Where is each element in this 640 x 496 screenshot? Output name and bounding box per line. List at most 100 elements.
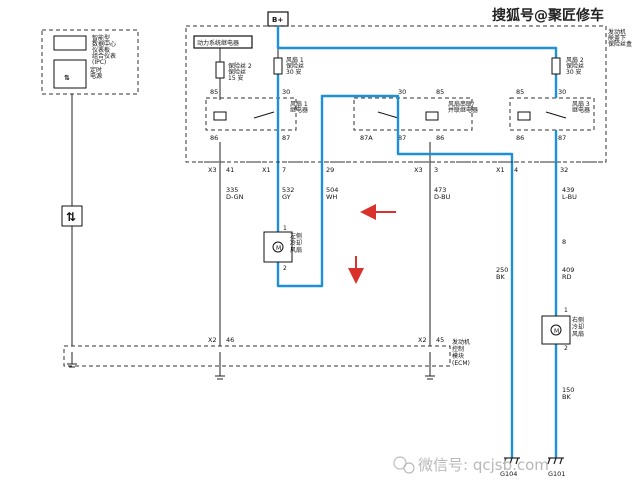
svg-text:532: 532 xyxy=(282,186,294,194)
svg-text:风扇串联/: 风扇串联/ xyxy=(448,100,475,108)
svg-text:数据中心: 数据中心 xyxy=(92,40,116,48)
svg-text:86: 86 xyxy=(516,134,524,142)
module-grounds xyxy=(67,363,435,380)
svg-text:439: 439 xyxy=(562,186,574,194)
svg-text:X3: X3 xyxy=(414,166,423,174)
svg-text:D-BU: D-BU xyxy=(434,193,451,201)
current-path xyxy=(276,26,558,458)
svg-text:32: 32 xyxy=(560,166,568,174)
svg-text:1: 1 xyxy=(564,307,568,314)
svg-text:智能型: 智能型 xyxy=(92,34,110,42)
svg-text:2: 2 xyxy=(283,265,287,272)
svg-text:L-BU: L-BU xyxy=(562,193,577,201)
svg-text:46: 46 xyxy=(226,336,234,344)
svg-text:电源: 电源 xyxy=(90,72,102,80)
svg-text:发动机: 发动机 xyxy=(452,338,470,346)
chassis-grounds xyxy=(503,457,564,465)
watermark-bottom: 微信号: qcjsb.com xyxy=(418,456,549,474)
svg-text:⇅: ⇅ xyxy=(64,74,70,82)
svg-text:D-GN: D-GN xyxy=(226,193,244,201)
relay-fan3: 85 30 86 87 风扇 3 继电器 xyxy=(509,88,595,142)
svg-text:45: 45 xyxy=(436,336,444,344)
svg-text:4: 4 xyxy=(514,166,518,174)
svg-text:发动机: 发动机 xyxy=(608,28,626,36)
svg-text:409: 409 xyxy=(562,266,574,274)
svg-text:X2: X2 xyxy=(418,336,427,344)
svg-text:风扇 1: 风扇 1 xyxy=(290,100,308,108)
svg-text:风扇: 风扇 xyxy=(572,330,584,338)
svg-text:X1: X1 xyxy=(496,166,505,174)
power-label: B+ xyxy=(272,16,283,24)
svg-text:15 安: 15 安 xyxy=(228,74,244,82)
svg-text:85: 85 xyxy=(210,88,218,96)
svg-text:左侧: 左侧 xyxy=(290,232,302,240)
svg-text:模块: 模块 xyxy=(452,352,464,360)
svg-text:控制: 控制 xyxy=(452,345,464,353)
svg-text:风扇 3: 风扇 3 xyxy=(572,100,590,108)
svg-text:473: 473 xyxy=(434,186,446,194)
ipc-relay-label: 定时 xyxy=(90,66,102,74)
svg-text:335: 335 xyxy=(226,186,238,194)
svg-text:保险丝: 保险丝 xyxy=(566,62,584,70)
svg-text:保险丝: 保险丝 xyxy=(286,62,304,70)
svg-text:RD: RD xyxy=(562,273,572,281)
svg-text:继电器: 继电器 xyxy=(290,106,308,114)
ground-g104: G104 xyxy=(500,470,517,478)
svg-text:30: 30 xyxy=(282,88,290,96)
svg-text:7: 7 xyxy=(282,166,286,174)
svg-text:保险丝: 保险丝 xyxy=(228,68,246,76)
svg-text:8: 8 xyxy=(562,238,566,246)
svg-text:冷却: 冷却 xyxy=(572,323,584,331)
fuse-fan2: 风扇 2 保险丝 30 安 xyxy=(551,56,584,76)
svg-text:X1: X1 xyxy=(262,166,271,174)
svg-text:30: 30 xyxy=(558,88,566,96)
svg-text:85: 85 xyxy=(516,88,524,96)
svg-text:BK: BK xyxy=(562,393,571,401)
svg-text:85: 85 xyxy=(436,88,444,96)
svg-text:组合仪表: 组合仪表 xyxy=(92,52,116,60)
svg-text:250: 250 xyxy=(496,266,508,274)
svg-text:动力系统继电器: 动力系统继电器 xyxy=(197,39,239,47)
svg-text:冷却: 冷却 xyxy=(290,239,302,247)
svg-text:1: 1 xyxy=(283,225,287,232)
fuse-f15: 保险丝 2 保险丝 15 安 xyxy=(215,61,252,82)
svg-text:GY: GY xyxy=(282,193,291,201)
svg-text:风扇 2: 风扇 2 xyxy=(566,56,584,64)
svg-text:⇅: ⇅ xyxy=(66,210,76,224)
base-wiring xyxy=(71,26,557,376)
svg-text:风扇 1: 风扇 1 xyxy=(286,56,304,64)
svg-text:86: 86 xyxy=(436,134,444,142)
right-cooling-fan: M 右侧 冷却 风扇 1 2 xyxy=(541,307,584,352)
svg-text:86: 86 xyxy=(210,134,218,142)
wire-labels: 335 D-GN 532 GY 504 WH 473 D-BU 439 L-BU… xyxy=(226,186,577,401)
svg-text:30 安: 30 安 xyxy=(286,68,302,76)
svg-text:87A: 87A xyxy=(360,134,373,142)
svg-text:87: 87 xyxy=(558,134,566,142)
svg-text:(ECM): (ECM) xyxy=(452,360,470,367)
connector-labels: X3 41 X1 7 29 X3 3 X1 4 32 X2 46 X2 45 8 xyxy=(208,166,568,344)
svg-text:M: M xyxy=(276,245,281,252)
svg-text:右侧: 右侧 xyxy=(572,316,584,324)
svg-text:WH: WH xyxy=(326,193,337,201)
svg-text:M: M xyxy=(554,328,559,335)
svg-text:150: 150 xyxy=(562,386,574,394)
relay-series-parallel: 85 30 86 87A 87 风扇串联/ 并联继电器 xyxy=(353,88,478,142)
ipc-signal-symbol xyxy=(61,205,83,227)
svg-text:(IPC): (IPC) xyxy=(92,59,106,66)
fuse-fan1: 风扇 1 保险丝 30 安 xyxy=(273,56,304,76)
powertrain-relay-box xyxy=(193,35,253,49)
ground-g101: G101 xyxy=(548,470,565,478)
svg-text:保险丝 2: 保险丝 2 xyxy=(228,62,252,70)
svg-text:30: 30 xyxy=(398,88,406,96)
svg-text:继电器: 继电器 xyxy=(572,106,590,114)
svg-text:41: 41 xyxy=(226,166,234,174)
svg-text:X3: X3 xyxy=(208,166,217,174)
left-cooling-fan: M 左侧 冷却 风扇 1 2 xyxy=(263,225,302,272)
watermark-top: 搜狐号@聚匠修车 xyxy=(492,7,604,24)
svg-text:舱盖下: 舱盖下 xyxy=(608,34,626,42)
ecm-module xyxy=(63,345,451,367)
svg-text:仪表板: 仪表板 xyxy=(92,46,110,54)
svg-text:BK: BK xyxy=(496,273,505,281)
svg-text:X2: X2 xyxy=(208,336,217,344)
